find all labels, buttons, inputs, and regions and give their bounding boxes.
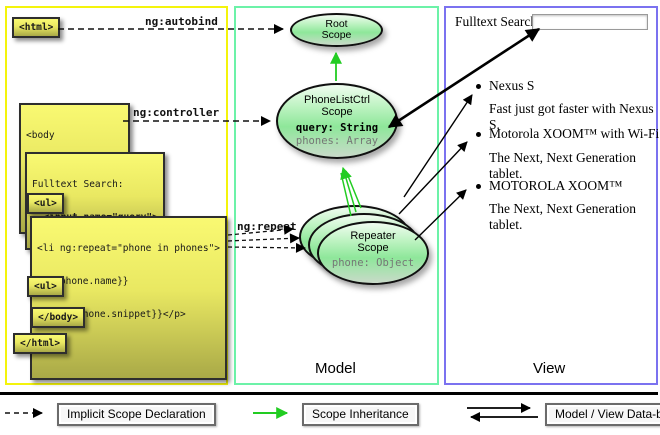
phone-title: Nexus S: [489, 78, 535, 93]
root-scope-ellipse: Root Scope: [290, 13, 383, 47]
scope-prop-phones: phones: Array: [295, 135, 379, 147]
controller-label: ng:controller: [133, 106, 220, 119]
autobind-label: ng:autobind: [145, 15, 218, 28]
legend-separator: [0, 392, 658, 395]
code-box-li-repeat: <li ng:repeat="phone in phones"> {{phone…: [30, 216, 228, 380]
model-column-label: Model: [315, 360, 356, 377]
root-scope-title2: Scope: [321, 29, 352, 41]
legend-double-arrow: [467, 403, 538, 422]
model-column-frame: [234, 6, 439, 385]
code-line: <body: [26, 130, 55, 141]
phone-snippet: The Next, Next Generation tablet.: [489, 150, 636, 181]
phonelistctrl-scope-title2: Scope: [321, 106, 353, 118]
fulltext-search-label: Fulltext Search:: [455, 14, 541, 29]
repeater-scope-title: Repeater: [350, 230, 396, 242]
fulltext-search-input[interactable]: [532, 14, 648, 30]
legend-scope-inheritance: Scope Inheritance: [302, 403, 419, 426]
code-line: <p>{{phone.snippet}}</p>: [37, 309, 186, 320]
repeater-scope-title2: Scope: [357, 242, 389, 254]
code-box-ul-close: <ul>: [27, 276, 64, 297]
scope-prop-phone: phone: Object: [331, 257, 415, 269]
code-line: <li ng:repeat="phone in phones">: [37, 243, 221, 254]
phone-title: Motorola XOOM™ with Wi-Fi: [489, 126, 660, 141]
phonelistctrl-scope-title: PhoneListCtrl: [303, 94, 371, 106]
code-box-ul-open: <ul>: [27, 193, 64, 214]
list-bullet: [476, 84, 481, 89]
root-scope-title: Root: [325, 18, 348, 30]
repeat-label: ng:repeat: [237, 220, 297, 233]
list-bullet: [476, 184, 481, 189]
template-column-frame: [5, 6, 228, 385]
code-line: {{phone.name}}: [37, 276, 129, 287]
code-line: Fulltext Search:: [32, 179, 124, 190]
scope-prop-query: query: String: [295, 122, 379, 134]
phone-title: MOTOROLA XOOM™: [489, 178, 623, 193]
code-box-html-open: <html>: [12, 17, 61, 38]
legend-model-view-binding: Model / View Data-binding: [545, 403, 660, 426]
view-column-label: View: [533, 360, 566, 377]
legend-implicit-scope: Implicit Scope Declaration: [57, 403, 216, 426]
list-bullet: [476, 132, 481, 137]
view-column-frame: [444, 6, 658, 385]
repeater-scope-ellipse-front: Repeater Scope phone: Object: [317, 221, 429, 285]
code-box-body-close: </body>: [31, 307, 86, 328]
code-box-html-close: </html>: [13, 333, 68, 354]
phone-snippet: The Next, Next Generation tablet.: [489, 201, 636, 232]
phonelistctrl-scope-ellipse: PhoneListCtrl Scope query: String phones…: [276, 83, 398, 159]
